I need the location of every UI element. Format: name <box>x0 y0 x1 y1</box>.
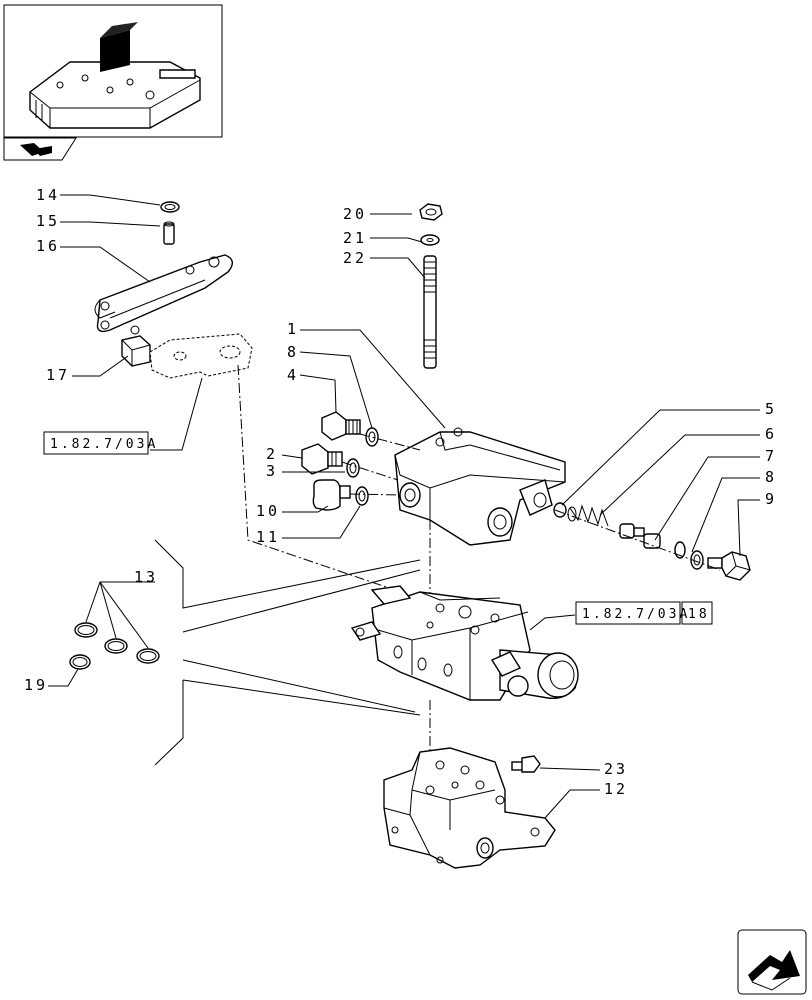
callout-10: 10 <box>256 502 280 520</box>
link-bar-part-16[interactable] <box>94 254 233 335</box>
plug-part-2[interactable] <box>301 443 343 475</box>
reference-sheet-number: 18 <box>688 607 710 622</box>
callout-16: 16 <box>36 237 60 255</box>
next-page-arrow-icon <box>748 950 800 991</box>
callout-1: 1 <box>287 320 299 338</box>
parts-group-stud <box>370 203 443 369</box>
parts-group-orings <box>48 539 421 766</box>
reference-link-right[interactable]: 1.82.7/03A 18 <box>575 601 713 625</box>
ghost-lever-housing <box>149 333 253 379</box>
callout-15: 15 <box>36 212 60 230</box>
callout-9: 9 <box>765 490 777 508</box>
stud-part-22[interactable] <box>423 255 437 369</box>
housing-part-12[interactable] <box>383 747 556 869</box>
oring-part-13-b[interactable] <box>104 638 128 654</box>
reference-link-left[interactable]: 1.82.7/03A <box>43 431 158 455</box>
callout-17: 17 <box>46 366 70 384</box>
callout-19: 19 <box>24 676 48 694</box>
bracket-part-17[interactable] <box>121 335 151 367</box>
callout-14: 14 <box>36 186 60 204</box>
snap-ring-part-14[interactable] <box>160 201 180 213</box>
callout-12: 12 <box>604 780 628 798</box>
plug-part-4[interactable] <box>321 411 361 441</box>
seal-part-8-left[interactable] <box>365 427 379 447</box>
washer-part-21[interactable] <box>420 234 440 246</box>
oring-part-19[interactable] <box>69 654 91 670</box>
parts-group-linkage <box>94 201 253 379</box>
callout-20: 20 <box>343 205 367 223</box>
valve-body-part-1[interactable] <box>394 427 566 546</box>
screw-part-23[interactable] <box>511 755 541 773</box>
seal-part-8-right[interactable] <box>674 541 704 570</box>
callout-labels: 14 15 16 17 20 21 22 1 8 4 2 3 10 11 5 6… <box>24 186 777 798</box>
oring-part-13-c[interactable] <box>136 648 160 664</box>
callout-21: 21 <box>343 229 367 247</box>
thumbnail-overview[interactable] <box>3 4 223 138</box>
callout-5: 5 <box>765 400 777 418</box>
section-badge[interactable] <box>3 137 77 161</box>
callout-8-right: 8 <box>765 468 777 486</box>
tractor-section-icon <box>20 143 52 156</box>
reference-label-right: 1.82.7/03A <box>582 607 690 622</box>
seal-part-11[interactable] <box>355 486 369 506</box>
pin-part-15[interactable] <box>163 221 175 245</box>
oring-part-13-a[interactable] <box>74 622 98 638</box>
callout-22: 22 <box>343 249 367 267</box>
callout-4: 4 <box>287 366 299 384</box>
callout-13: 13 <box>134 568 158 586</box>
leader-lines-linkage <box>60 194 203 451</box>
callout-8-left: 8 <box>287 343 299 361</box>
tractor-lift-thumbnail-icon <box>29 22 201 129</box>
callout-3: 3 <box>266 462 278 480</box>
cap-part-10[interactable] <box>312 479 351 511</box>
callout-23: 23 <box>604 760 628 778</box>
spring-part-6[interactable] <box>567 504 609 527</box>
next-page-button[interactable] <box>737 929 807 995</box>
leader-lines-valve <box>281 329 760 819</box>
callout-11: 11 <box>256 528 280 546</box>
callout-2: 2 <box>266 445 278 463</box>
control-valve-assembly[interactable] <box>350 585 579 701</box>
ball-part-5[interactable] <box>553 502 567 518</box>
callout-6: 6 <box>765 425 777 443</box>
reference-label-left: 1.82.7/03A <box>50 437 158 452</box>
bolt-part-9[interactable] <box>707 551 751 581</box>
seal-part-3[interactable] <box>346 458 360 478</box>
nut-part-20[interactable] <box>419 203 443 221</box>
centerlines <box>237 364 721 790</box>
callout-7: 7 <box>765 447 777 465</box>
